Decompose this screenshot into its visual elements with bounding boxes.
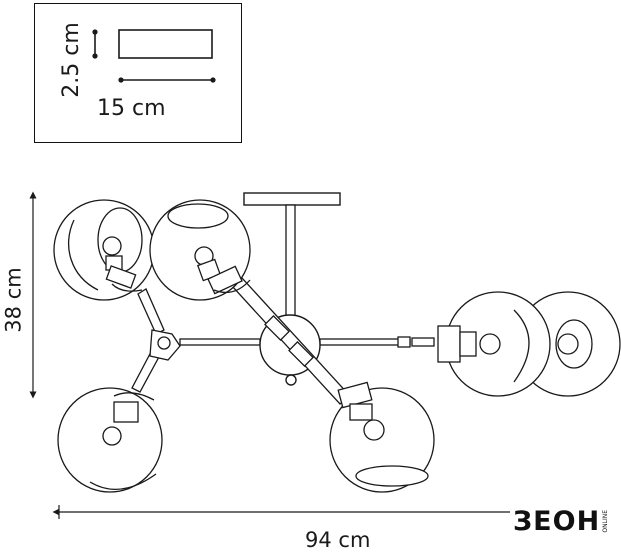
brand-logo-text: ЗЕОН xyxy=(513,506,601,537)
base-plate-inset xyxy=(34,3,242,143)
ceiling-stem xyxy=(285,204,296,324)
ceiling-plate xyxy=(243,192,341,206)
globe-bottom-center xyxy=(329,381,435,493)
base-plate-width-label: 15 cm xyxy=(97,96,166,121)
overall-width-label: 94 cm xyxy=(305,528,371,552)
globe-top-left xyxy=(53,199,155,301)
brand-logo-subtext: ONLINE xyxy=(602,510,610,533)
inset-height-dimension xyxy=(92,29,98,59)
horizontal-arm xyxy=(179,336,435,348)
base-plate-rect xyxy=(118,29,213,59)
globe-bottom-left xyxy=(57,387,163,493)
left-junction-arms xyxy=(131,288,181,393)
brand-logo: ЗЕОН ONLINE xyxy=(513,508,609,535)
inset-width-dimension xyxy=(118,77,216,83)
overall-width-dimension xyxy=(52,505,510,519)
globe-top-middle xyxy=(149,199,251,301)
globe-right xyxy=(437,291,551,397)
